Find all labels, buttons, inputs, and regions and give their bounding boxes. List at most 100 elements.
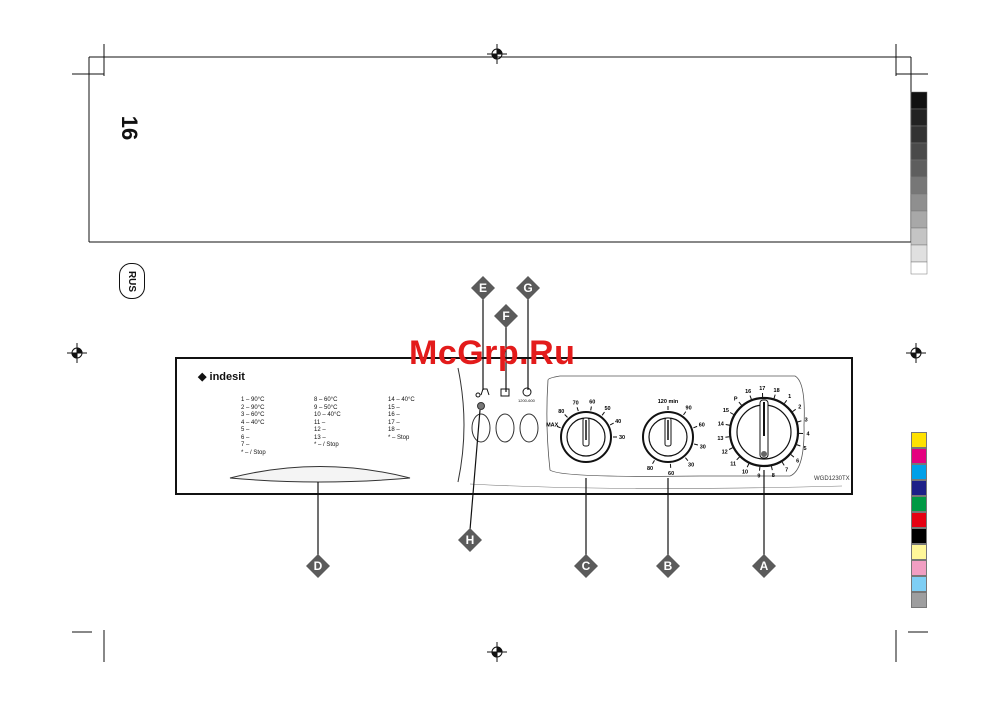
drying-dial[interactable] xyxy=(642,411,694,463)
drying-dial-tick xyxy=(693,443,699,446)
program-dial-label: 1 xyxy=(788,394,791,400)
drying-dial-label: 60 xyxy=(699,423,705,429)
program-dial-tick xyxy=(736,456,740,461)
program-entry: 6 – xyxy=(241,434,250,441)
program-dial-label: 16 xyxy=(745,389,751,395)
program-entry: 5 – xyxy=(241,427,250,433)
program-entry: 7 – xyxy=(241,442,250,448)
color-swatch xyxy=(911,448,927,464)
program-dial-label: 11 xyxy=(730,461,736,467)
program-entry: 10 – 40°C xyxy=(314,412,341,418)
watermark: McGrp.Ru xyxy=(409,334,576,372)
temperature-dial-label: 30 xyxy=(619,435,625,441)
temperature-dial-label: 70 xyxy=(573,401,579,407)
program-dial-label: 10 xyxy=(742,470,748,476)
program-dial-label: 18 xyxy=(774,388,780,394)
program-entry: 11 – xyxy=(314,419,326,426)
program-dial[interactable] xyxy=(728,396,800,468)
program-dial-tick xyxy=(790,454,795,458)
drying-dial-tick xyxy=(652,460,655,465)
program-dial-label: 3 xyxy=(805,417,808,423)
program-entry: 12 – xyxy=(314,427,326,433)
program-dial-tick xyxy=(783,400,788,404)
callout-marker-b: B xyxy=(656,554,680,578)
temperature-dial[interactable] xyxy=(560,411,612,463)
program-dial-label: 5 xyxy=(803,446,806,452)
svg-text:F: F xyxy=(502,309,509,323)
program-dial-tick xyxy=(746,463,750,468)
program-dial-tick xyxy=(797,420,802,423)
program-entry: * – Stop xyxy=(388,434,410,441)
program-entry: 3 – 60°C xyxy=(241,412,265,418)
svg-text:D: D xyxy=(314,559,323,573)
color-swatch xyxy=(911,560,927,576)
program-dial-tick xyxy=(773,394,776,399)
temperature-dial-tick xyxy=(609,422,614,426)
callout-marker-e: E xyxy=(471,276,495,300)
temperature-dial-tick xyxy=(576,407,579,412)
program-dial-tick xyxy=(728,447,733,450)
program-dial-label: 8 xyxy=(772,473,775,479)
drying-dial-label: 60 xyxy=(668,471,674,477)
button-e[interactable] xyxy=(471,413,491,443)
program-dial-tick xyxy=(749,395,752,400)
model-label: WGD1230TX xyxy=(814,476,850,482)
program-dial-label: 15 xyxy=(723,408,729,414)
program-dial-tick xyxy=(796,444,801,447)
temperature-dial-tick xyxy=(564,414,568,418)
program-dial-tick xyxy=(729,412,734,415)
program-entry: 14 – 40°C xyxy=(388,397,415,403)
program-entry: 1 – 90°C xyxy=(241,397,265,403)
detergent-drawer-handle xyxy=(229,466,411,483)
program-dial-tick xyxy=(725,424,730,426)
program-dial-label: P xyxy=(734,396,738,402)
button-g[interactable] xyxy=(519,413,539,443)
drying-dial-label: 30 xyxy=(688,463,694,469)
program-entry: 9 – 50°C xyxy=(314,404,338,411)
drying-dial-label: 90 xyxy=(686,406,692,412)
program-entry: 13 – xyxy=(314,434,326,441)
color-swatch xyxy=(911,544,927,560)
drying-dial-label: 120 min xyxy=(658,399,679,405)
program-dial-label: 13 xyxy=(717,436,723,442)
program-dial-label: 7 xyxy=(785,468,788,474)
program-dial-tick xyxy=(770,466,773,471)
callout-line-h xyxy=(469,409,481,531)
temperature-dial-label: 80 xyxy=(558,409,564,415)
callout-marker-c: C xyxy=(574,554,598,578)
program-entry: 8 – 60°C xyxy=(314,397,338,403)
program-entry: 18 – xyxy=(388,427,400,433)
temperature-dial-label: 50 xyxy=(604,406,610,412)
callout-marker-f: F xyxy=(494,304,518,328)
svg-text:C: C xyxy=(582,559,591,573)
registration-mark-top xyxy=(487,44,507,64)
program-entry: 16 – xyxy=(388,412,400,418)
color-swatch xyxy=(911,512,927,528)
color-swatch xyxy=(911,528,927,544)
program-dial-label: 17 xyxy=(759,386,765,392)
button-f[interactable] xyxy=(495,413,515,443)
program-entry: 17 – xyxy=(388,419,400,426)
svg-text:B: B xyxy=(664,559,673,573)
color-swatch xyxy=(911,480,927,496)
color-swatch xyxy=(911,464,927,480)
program-entry: * – / Stop xyxy=(314,442,339,448)
callout-marker-g: G xyxy=(516,276,540,300)
program-dial-label: 4 xyxy=(806,432,810,438)
program-dial-label: 6 xyxy=(796,458,799,464)
color-swatch xyxy=(911,592,927,608)
temperature-dial-label: MAX xyxy=(546,423,559,429)
program-dial-tick xyxy=(738,401,742,406)
program-dial-label: 9 xyxy=(757,474,760,480)
drying-dial-tick xyxy=(683,411,687,416)
svg-text:H: H xyxy=(466,533,475,547)
program-dial-label: 12 xyxy=(722,450,728,456)
temperature-dial-label: 40 xyxy=(615,419,621,425)
program-dial-label: 2 xyxy=(798,404,801,410)
program-entry: 2 – 90°C xyxy=(241,404,265,411)
program-dial-label: 14 xyxy=(718,422,725,428)
drying-dial-label: 80 xyxy=(647,466,653,472)
